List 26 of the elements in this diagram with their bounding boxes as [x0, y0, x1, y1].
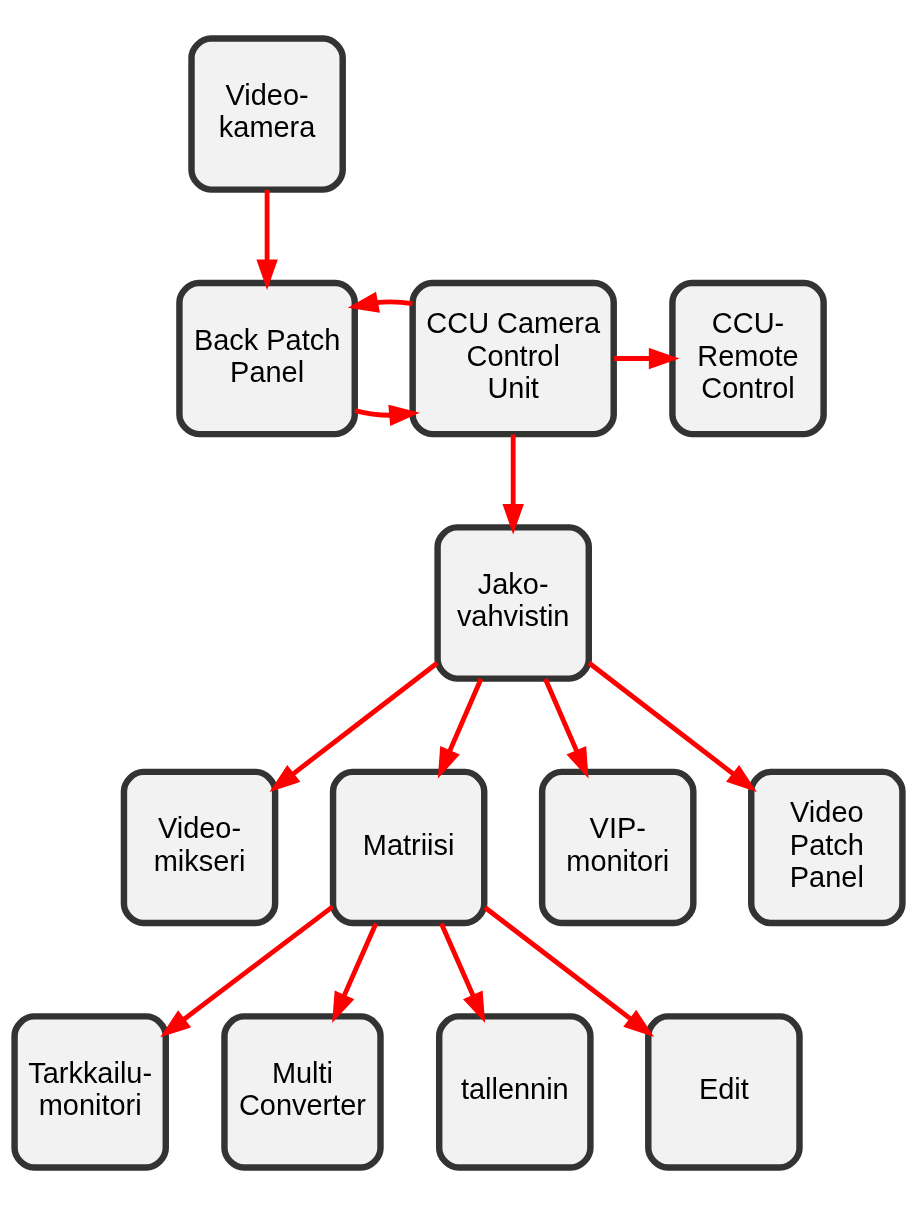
node-box: Tarkkailu- monitori — [11, 1012, 169, 1171]
arrow — [543, 677, 589, 778]
arrow — [332, 921, 379, 1023]
node-box: Multi Converter — [221, 1012, 384, 1171]
node-box: VIP- monitori — [538, 768, 697, 926]
arrow — [347, 291, 413, 313]
arrow — [256, 189, 278, 290]
arrow — [437, 677, 484, 778]
arrow — [587, 660, 757, 792]
node-box: CCU Camera Control Unit — [409, 279, 617, 437]
node-box: Edit — [645, 1012, 803, 1171]
node-box: Matriisi — [329, 768, 488, 926]
node-box: tallennin — [436, 1012, 594, 1171]
arrow — [502, 434, 524, 535]
node-box: CCU- Remote Control — [669, 279, 827, 437]
node-box: Video- mikseri — [120, 768, 279, 926]
arrow — [483, 905, 655, 1037]
arrow — [269, 660, 439, 792]
arrow — [614, 347, 680, 369]
node-box: Back Patch Panel — [176, 279, 358, 437]
node-box: Video Patch Panel — [748, 768, 906, 926]
node-box: Video- kamera — [188, 34, 346, 193]
node-box: Jako- vahvistin — [434, 523, 592, 682]
arrow — [160, 904, 335, 1037]
arrow — [354, 404, 420, 426]
arrow — [439, 921, 486, 1023]
